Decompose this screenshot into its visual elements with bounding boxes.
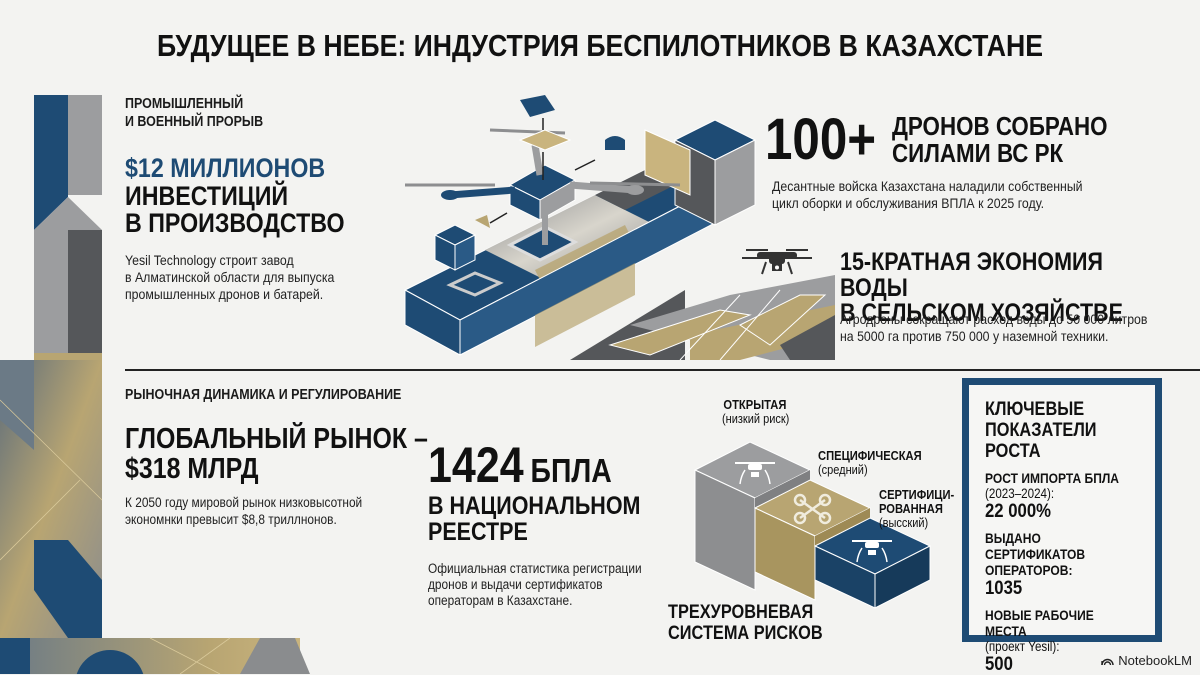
agriculture-headline: 15-КРАТНАЯ ЭКОНОМИЯ ВОДЫ В СЕЛЬСКОМ ХОЗЯ… [840, 248, 1200, 327]
investment-line: В ПРОИЗВОДСТВО [125, 208, 345, 239]
tier-open-label: ОТКРЫТАЯ (низкий риск) [722, 397, 799, 427]
desc-line: К 2050 году мировой рынок низковысотной [125, 495, 363, 511]
page-title: БУДУЩЕЕ В НЕБЕ: ИНДУСТРИЯ БЕСПИЛОТНИКОВ … [156, 28, 1044, 63]
title-line: ТРЕХУРОВНЕВАЯ [668, 602, 814, 623]
headline-line: 15-КРАТНАЯ ЭКОНОМИЯ ВОДЫ [840, 248, 1103, 302]
panel-title: ПОКАЗАТЕЛИ РОСТА [985, 420, 1097, 462]
headline-line: $318 МЛРД [125, 452, 259, 485]
decorative-geometric-corner [0, 360, 310, 674]
tier-certified-label: СЕРТИФИЦИ- РОВАННАЯ (высский) [879, 487, 966, 531]
desc-line: экономнки превысит $8,8 триллнонов. [125, 512, 337, 528]
headline-line: СИЛАМИ ВС РК [891, 137, 1063, 168]
risk-system-title: ТРЕХУРОВНЕВАЯ СИСТЕМА РИСКОВ [668, 602, 848, 644]
desc-line: промышленных дронов и батарей. [125, 285, 324, 302]
investment-description: Yesil Technology строит завод в Алматинс… [125, 252, 350, 303]
kicker-line: ПРОМЫШЛЕННЫЙ [125, 96, 244, 112]
section-divider [125, 369, 1200, 371]
headline-line: РЕЕСТРЕ [428, 517, 528, 546]
desc-line: Десантные войска Казахстана наладили соб… [772, 178, 1083, 194]
notebooklm-branding: NotebookLM [1101, 653, 1192, 668]
headline-line: В НАЦИОНАЛЬНОМ [428, 492, 641, 520]
drone-icon-open [735, 462, 775, 485]
metric-value: 22 000% [985, 501, 1052, 522]
decorative-strip-top [34, 95, 102, 363]
metric-value: 500 [985, 654, 1013, 675]
metric-sub: (2023–2024): [985, 486, 1055, 501]
title-line: СИСТЕМА РИСКОВ [668, 623, 823, 644]
metric-value: 1035 [985, 578, 1023, 599]
notebooklm-logo-icon [1101, 658, 1114, 666]
registry-block: 1424 БПЛА В НАЦИОНАЛЬНОМ РЕЕСТРЕ Официал… [428, 440, 675, 609]
headline-line: ГЛОБАЛЬНЫЙ РЫНОК – [125, 423, 428, 455]
tier-name: СПЕЦИФИЧЕСКАЯ [818, 448, 922, 463]
tier-risk: (высский) [879, 516, 929, 530]
desc-line: Yesil Technology строит завод [125, 251, 294, 268]
investment-line: ИНВЕСТИЦИЙ [125, 180, 289, 211]
registry-description: Официальная статистика регистрации дроно… [428, 561, 645, 609]
global-market-block: ГЛОБАЛЬНЫЙ РЫНОК – $318 МЛРД К 2050 году… [125, 423, 477, 528]
metric-label: ВЫДАНО СЕРТИФИКАТОВ [985, 530, 1086, 562]
desc-line: на 5000 га против 750 000 у наземной тех… [840, 328, 1109, 344]
investment-block: $12 МИЛЛИОНОВ ИНВЕСТИЦИЙ В ПРОИЗВОДСТВО … [125, 153, 380, 303]
metric-sub: (проект Yesil): [985, 639, 1060, 654]
section-kicker-market: РЫНОЧНАЯ ДИНАМИКА И РЕГУЛИРОВАНИЕ [125, 387, 402, 403]
tier-risk: (низкий риск) [722, 412, 790, 426]
military-number: 100+ [765, 107, 877, 172]
global-market-description: К 2050 году мировой рынок низковысотной … [125, 494, 435, 528]
tier-risk: (средний) [818, 463, 868, 477]
drone-icon-certified [852, 540, 892, 563]
desc-line: Официальная статистика регистрации [428, 561, 642, 576]
tier-name: РОВАННАЯ [879, 501, 943, 516]
desc-line: Агродроны сокращают расход воды до 50 00… [840, 311, 1148, 327]
desc-line: операторам в Казахстане. [428, 593, 573, 608]
kicker-line: И ВОЕННЫЙ ПРОРЫВ [125, 114, 264, 130]
tier-name: СЕРТИФИЦИ- [879, 487, 955, 502]
desc-line: цикл оборки и обслуживания ВПЛА к 2025 г… [772, 195, 1045, 211]
key-metrics-panel: КЛЮЧЕВЫЕ ПОКАЗАТЕЛИ РОСТА РОСТ ИМПОРТА Б… [962, 378, 1162, 675]
brand-name: NotebookLM [1118, 653, 1192, 668]
agri-drone-icon [742, 249, 812, 275]
risk-tier-blocks [693, 441, 932, 609]
agriculture-description: Агродроны сокращают расход воды до 50 00… [840, 311, 1147, 345]
registry-unit: БПЛА [530, 452, 612, 489]
tier-name: ОТКРЫТАЯ [723, 397, 787, 412]
drone-icon-specific [793, 493, 832, 525]
metric-label: РОСТ ИМПОРТА БПЛА [985, 470, 1119, 486]
military-description: Десантные войска Казахстана наладили соб… [772, 178, 1083, 212]
headline-line: В СЕЛЬСКОМ ХОЗЯЙСТВЕ [840, 299, 1123, 327]
military-headline: ДРОНОВ СОБРАНО СИЛАМИ ВС РК [892, 113, 1143, 166]
metric-label: ОПЕРАТОРОВ: [985, 562, 1073, 578]
drone-assembly-illustration [403, 95, 757, 356]
metric-label: НОВЫЕ РАБОЧИЕ МЕСТА [985, 607, 1094, 639]
headline-line: ДРОНОВ СОБРАНО [891, 111, 1108, 142]
panel-title: КЛЮЧЕВЫЕ [985, 399, 1085, 420]
section-kicker-industrial: ПРОМЫШЛЕННЫЙ И ВОЕННЫЙ ПРОРЫВ [125, 95, 263, 131]
registry-number: 1424 [428, 437, 524, 493]
desc-line: в Алматинской области для выпуска [125, 268, 335, 285]
tier-specific-label: СПЕЦИФИЧЕСКАЯ (средний) [818, 448, 939, 478]
agriculture-field-illustration [570, 275, 835, 360]
investment-amount: $12 МИЛЛИОНОВ [125, 153, 326, 183]
desc-line: дронов и выдачи сертификатов [428, 577, 603, 592]
military-stat: 100+ ДРОНОВ СОБРАНО СИЛАМИ ВС РК [765, 110, 1142, 169]
